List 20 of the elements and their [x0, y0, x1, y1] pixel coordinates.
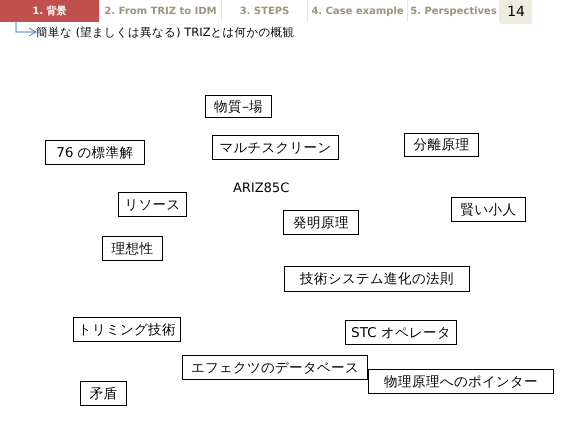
- concept-box: 物理原理へのポインター: [368, 369, 554, 394]
- tab: 5. Perspectives: [408, 0, 500, 22]
- concept-box: 理想性: [102, 236, 163, 261]
- tab: 1. 背景: [0, 0, 100, 22]
- arrow: [16, 22, 36, 36]
- concept-box: 技術システム進化の法則: [284, 266, 470, 292]
- concept-box: トリミング技術: [73, 317, 181, 342]
- concept-box: 分離原理: [404, 133, 479, 157]
- concept-box: エフェクツのデータベース: [182, 355, 368, 380]
- subtitle: 簡単な (望ましくは異なる) TRIZとは何かの概観: [30, 22, 360, 42]
- concept-box: 発明原理: [283, 210, 359, 235]
- concept-box: 賢い小人: [451, 197, 526, 222]
- concept-box: STC オペレータ: [345, 320, 457, 345]
- page-number: 14: [500, 0, 532, 24]
- concept-box: マルチスクリーン: [212, 135, 339, 160]
- concept-box: 76 の標準解: [45, 140, 145, 165]
- concept-label: ARIZ85C: [233, 180, 290, 198]
- concept-box: 矛盾: [80, 381, 127, 406]
- concept-box: リソース: [118, 192, 187, 217]
- concept-box: 物質–場: [205, 95, 272, 118]
